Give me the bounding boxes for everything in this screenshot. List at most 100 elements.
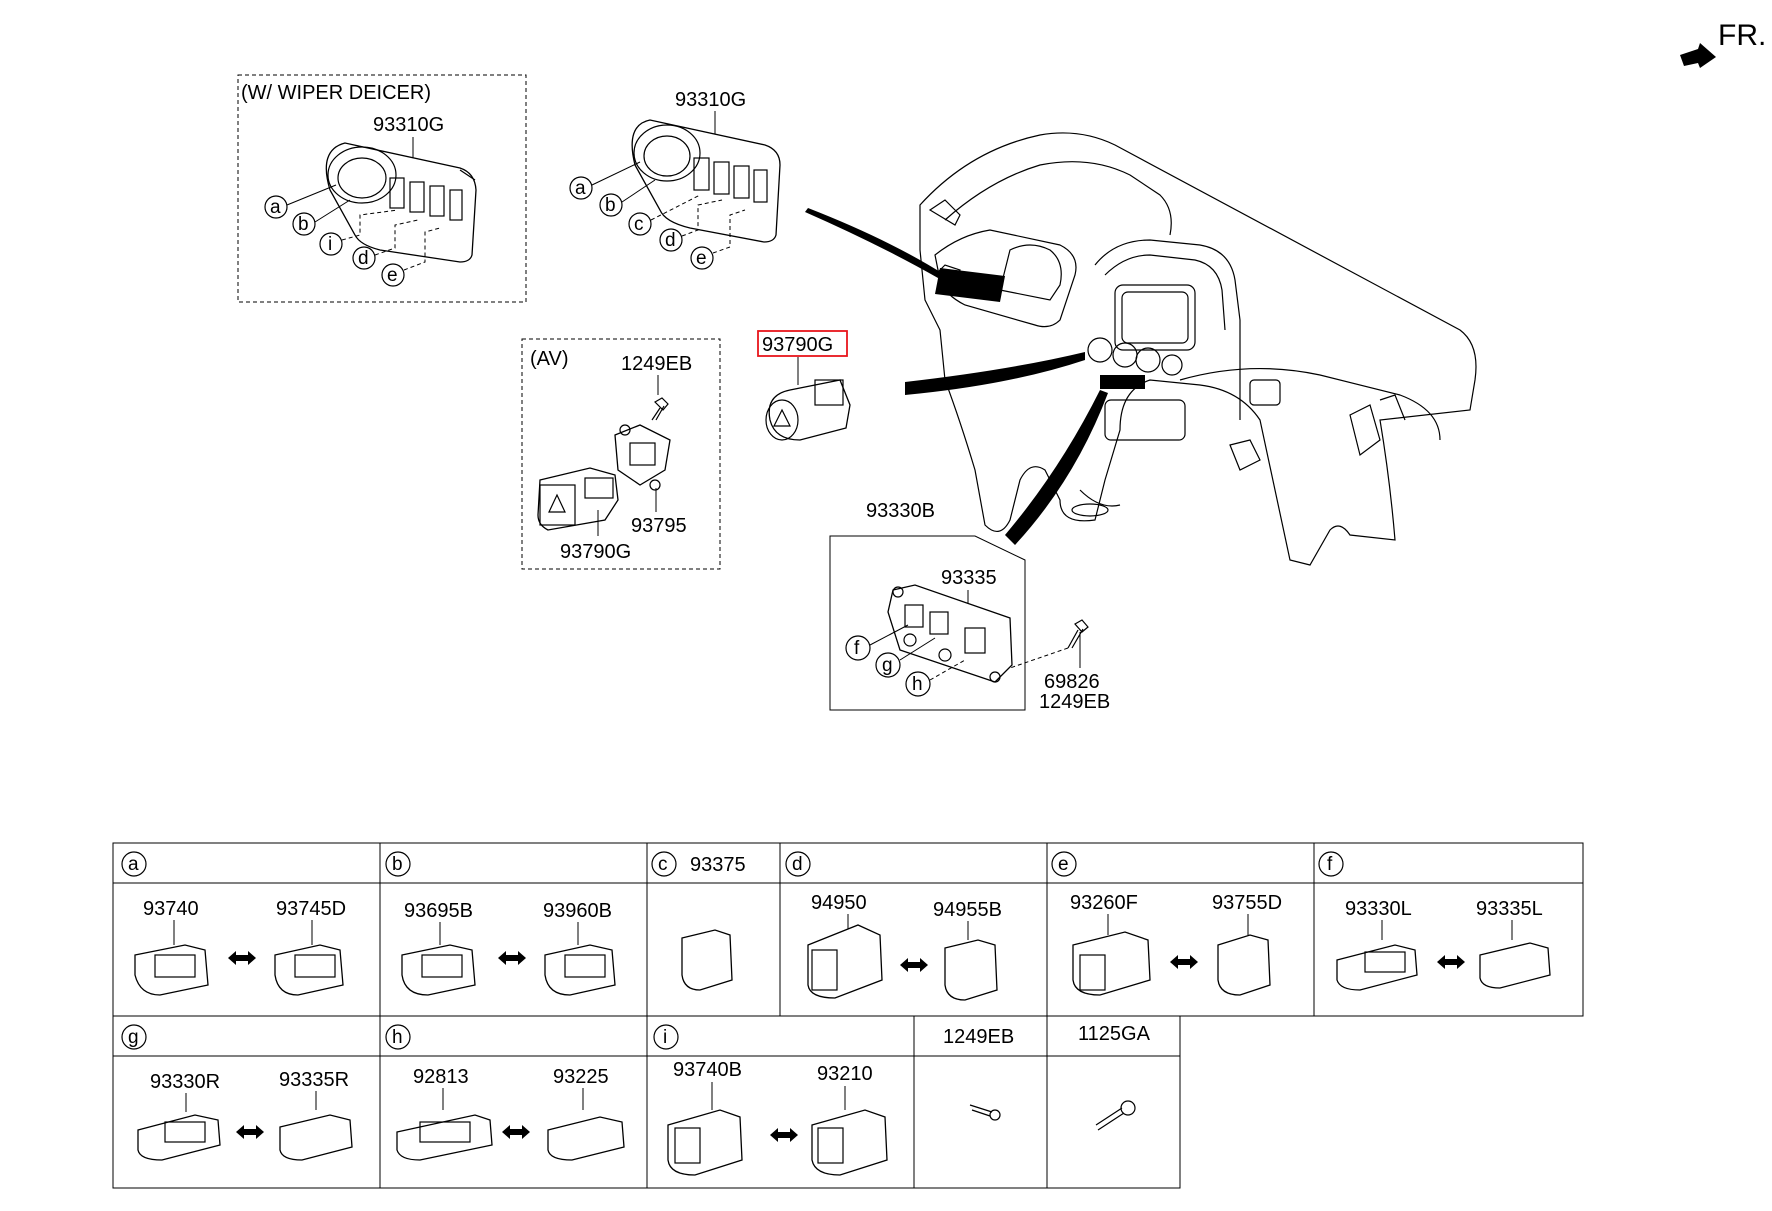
switch-bezel [631, 119, 781, 243]
callout-i-deicer: i [319, 209, 399, 256]
legend-part-93210: 93210 [817, 1063, 873, 1085]
leader-hazard [905, 352, 1085, 395]
switch-location-marker [1100, 375, 1145, 389]
svg-text:d: d [358, 248, 369, 269]
av-group: (AV) 1249EB 93795 93790G [521, 338, 721, 570]
legend-cell-i: i 93740B 93210 [653, 1024, 888, 1176]
svg-text:e: e [387, 265, 398, 286]
svg-text:a: a [575, 178, 586, 199]
svg-text:c: c [634, 214, 644, 235]
front-arrow-icon [1680, 43, 1716, 68]
legend-part-93225: 93225 [553, 1066, 609, 1088]
legend-part-1249eb: 1249EB [943, 1026, 1014, 1048]
swap-arrow-icon [1437, 955, 1465, 969]
svg-text:i: i [663, 1027, 667, 1048]
wiper-deicer-label: (W/ WIPER DEICER) [241, 82, 431, 104]
part-label-93790g-av: 93790G [560, 541, 631, 563]
av-label: (AV) [530, 348, 569, 370]
legend-cell-g: g 93330R 93335R [121, 1024, 353, 1161]
wiper-deicer-group: (W/ WIPER DEICER) 93310G a b i [237, 74, 527, 303]
legend-part-94955b: 94955B [933, 899, 1002, 921]
svg-text:e: e [696, 248, 707, 269]
callout-d-deicer: d [352, 219, 419, 270]
legend-part-93260f: 93260F [1070, 892, 1138, 914]
leader-bezel [805, 208, 945, 278]
lower-switch-panel-group: 93330B 93335 f g h [829, 500, 1110, 713]
part-label-69826: 69826 [1044, 671, 1100, 693]
lower-switch-panel [887, 584, 1013, 683]
svg-text:i: i [328, 234, 332, 255]
legend-cell-d: d 94950 94955B [785, 851, 1002, 1001]
legend-part-93695b: 93695B [404, 900, 473, 922]
legend-cell-e: e 93260F 93755D [1051, 851, 1282, 996]
av-dashed-box [521, 338, 721, 570]
swap-arrow-icon [900, 958, 928, 972]
legend-cell-b: b 93695B 93960B [385, 851, 616, 996]
svg-text:e: e [1058, 854, 1069, 875]
switch-bezel-group: 93310G a b c d [569, 89, 781, 270]
callout-b-deicer: b [292, 199, 351, 236]
legend-part-93330l: 93330L [1345, 898, 1412, 920]
svg-text:h: h [392, 1027, 403, 1048]
legend-part-93740: 93740 [143, 898, 199, 920]
legend-cell-a: a 93740 93745D [121, 851, 346, 996]
highlight-box [757, 330, 848, 357]
callout-d: d [659, 199, 723, 252]
legend-part-92813: 92813 [413, 1066, 469, 1088]
swap-arrow-icon [502, 1125, 530, 1139]
svg-text:g: g [128, 1027, 139, 1048]
bracket-93795 [614, 424, 671, 491]
part-label-1249eb: 1249EB [1039, 691, 1110, 713]
screw-69826 [1009, 619, 1089, 669]
part-label-93790g-highlight: 93790G [762, 334, 833, 356]
switch-bezel-deicer [325, 142, 477, 263]
svg-text:d: d [792, 854, 803, 875]
legend-part-93755d: 93755D [1212, 892, 1282, 914]
svg-text:b: b [605, 195, 616, 216]
part-label-1249eb-av: 1249EB [621, 353, 692, 375]
legend-part-93335r: 93335R [279, 1069, 349, 1091]
legend-part-94950: 94950 [811, 892, 867, 914]
svg-text:a: a [128, 854, 139, 875]
dashboard-illustration [805, 132, 1477, 566]
svg-text:g: g [882, 655, 893, 676]
svg-text:h: h [912, 674, 923, 695]
hazard-switch-group: 93790G [757, 330, 851, 441]
callout-f: f [845, 624, 909, 661]
part-label-93310g-deicer: 93310G [373, 114, 444, 136]
callout-a: a [569, 161, 641, 200]
swap-arrow-icon [1170, 955, 1198, 969]
legend-part-93335l: 93335L [1476, 898, 1543, 920]
part-label-93330b: 93330B [866, 500, 935, 522]
legend-part-93740b: 93740B [673, 1059, 742, 1081]
swap-arrow-icon [770, 1128, 798, 1142]
legend-cell-f: f 93330L 93335L [1318, 851, 1551, 991]
legend-cell-c: c 93375 [651, 851, 746, 991]
part-label-93335: 93335 [941, 567, 997, 589]
legend-cell-1125ga: 1125GA [1078, 1023, 1151, 1131]
svg-text:c: c [658, 854, 668, 875]
callout-e-deicer: e [381, 227, 441, 287]
swap-arrow-icon [236, 1125, 264, 1139]
svg-text:b: b [298, 214, 309, 235]
callout-a-deicer: a [264, 184, 337, 219]
svg-text:b: b [392, 854, 403, 875]
svg-text:f: f [854, 638, 860, 659]
callout-b: b [599, 179, 656, 217]
bezel-location-marker [935, 268, 1005, 302]
callout-g: g [875, 637, 936, 678]
legend-part-93330r: 93330R [150, 1071, 220, 1093]
part-label-93310g: 93310G [675, 89, 746, 111]
hazard-switch-av [537, 467, 619, 531]
hazard-switch [765, 379, 851, 441]
legend-cell-h: h 92813 93225 [385, 1024, 625, 1161]
legend-table: a 93740 93745D b 93695B 93960B [112, 842, 1584, 1189]
front-direction-indicator: FR. [1680, 19, 1766, 68]
swap-arrow-icon [498, 951, 526, 965]
wiper-deicer-dashed-box [237, 74, 527, 303]
callout-h: h [905, 659, 966, 697]
callout-e: e [690, 209, 746, 270]
legend-part-1125ga: 1125GA [1078, 1023, 1151, 1045]
svg-text:a: a [270, 197, 281, 218]
